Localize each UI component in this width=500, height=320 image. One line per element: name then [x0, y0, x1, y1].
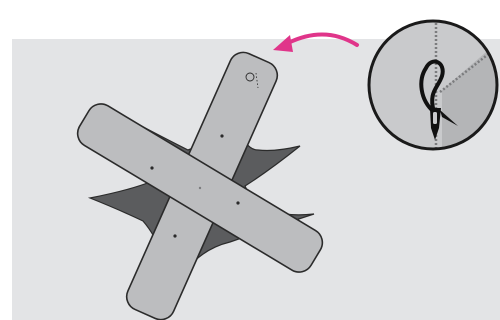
- center-dot: [198, 186, 202, 190]
- corner-stitch: [255, 72, 259, 89]
- mark-dot: [173, 234, 177, 238]
- corner-ring: [245, 72, 255, 82]
- mark-dot: [220, 134, 224, 138]
- cross-panel: [76, 51, 324, 320]
- curved-arrow-left-icon: [273, 32, 359, 52]
- mark-dot: [236, 201, 240, 205]
- mark-dot: [150, 166, 154, 170]
